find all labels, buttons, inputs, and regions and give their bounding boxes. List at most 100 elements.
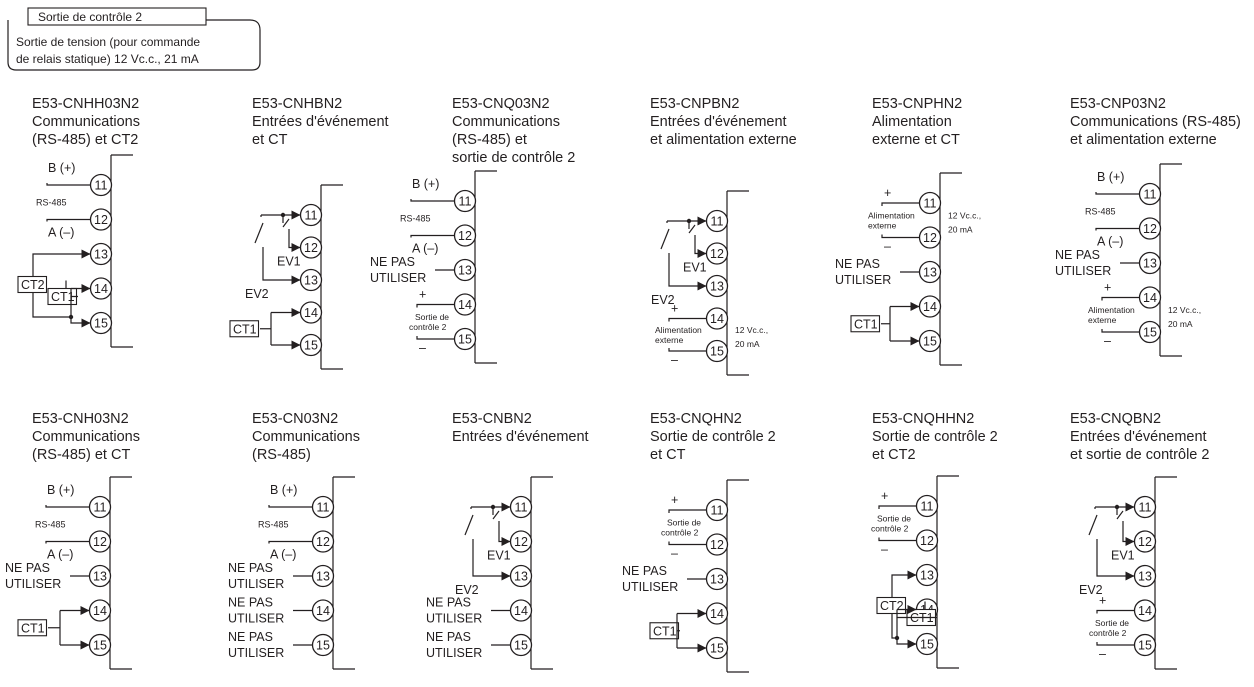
terminal-11-number: 11: [94, 501, 107, 515]
model-description-line: et CT: [650, 447, 686, 463]
model-code: E53-CNPBN2: [650, 96, 739, 112]
junction-dot: [894, 635, 900, 641]
rs485-b-wire: [1095, 192, 1140, 195]
ne-pas-label: NE PAS: [370, 255, 415, 269]
voltage-label: 12 Vc.c.,: [1168, 305, 1201, 315]
sortie-label-2: contrôle 2: [1089, 628, 1127, 638]
utiliser-label: UTILISER: [228, 577, 284, 591]
arrow-icon: [697, 249, 707, 258]
model-description-line: Communications (RS-485): [1070, 114, 1241, 130]
terminal-11-number: 11: [921, 500, 934, 514]
terminal-15-number: 15: [1143, 326, 1157, 340]
ev1-switch: [688, 224, 696, 234]
model-description-line: externe et CT: [872, 132, 960, 148]
sortie-label-1: Sortie de: [415, 312, 449, 322]
terminal-14-number: 14: [94, 282, 108, 296]
plus-wire: [668, 509, 707, 513]
model-description-line: (RS-485) et: [452, 132, 527, 148]
ev2-label: EV2: [455, 583, 479, 597]
ev2-wire: [472, 539, 511, 577]
arrow-icon: [697, 609, 707, 618]
rs485-a-wire: [45, 540, 90, 544]
rs485-a-wire: [46, 218, 91, 222]
a-minus-label: A (–): [47, 548, 73, 562]
model-description-line: et alimentation externe: [1070, 132, 1217, 148]
sortie-label-2: contrôle 2: [871, 523, 909, 533]
utiliser-label: UTILISER: [1055, 264, 1111, 278]
terminal-11-number: 11: [95, 179, 108, 193]
ev1-label: EV1: [277, 255, 301, 269]
arrow-icon: [81, 284, 91, 293]
ct2-wire-top: [891, 574, 917, 598]
model-description-line: Communications: [452, 114, 560, 130]
header-line-1: Sortie de tension (pour commande: [16, 35, 200, 49]
junction-dot: [68, 314, 74, 320]
voltage-label: 12 Vc.c.,: [735, 325, 768, 335]
terminal-13-number: 13: [94, 248, 108, 262]
terminal-15-number: 15: [458, 333, 472, 347]
ct1-label: CT1: [233, 322, 257, 336]
ev2-label: EV2: [245, 287, 269, 301]
ct2-wire-top: [32, 253, 91, 277]
model-description-line: et alimentation externe: [650, 132, 797, 148]
arrow-icon: [291, 243, 301, 252]
terminal-11-number: 11: [305, 209, 318, 223]
arrow-icon: [291, 308, 301, 317]
utiliser-label: UTILISER: [426, 646, 482, 660]
minus-label: –: [419, 341, 426, 355]
header-tab: Sortie de contrôle 2: [38, 10, 142, 24]
terminal-14-number: 14: [1143, 291, 1157, 305]
minus-wire: [881, 234, 920, 239]
arrow-icon: [697, 643, 707, 653]
ne-pas-label: NE PAS: [228, 561, 273, 575]
sortie-label-1: Sortie de: [1095, 618, 1129, 628]
plus-label: +: [1104, 281, 1111, 295]
model-code: E53-CNQ03N2: [452, 96, 550, 112]
rs485-b-wire: [268, 505, 313, 508]
terminal-11-number: 11: [515, 501, 528, 515]
terminal-14-number: 14: [1138, 604, 1152, 618]
rs485-b-wire: [410, 199, 455, 202]
terminal-12-number: 12: [93, 535, 107, 549]
ne-pas-label: NE PAS: [622, 564, 667, 578]
rs485-b-wire: [46, 183, 91, 186]
model-description-line: et sortie de contrôle 2: [1070, 447, 1209, 463]
b-plus-label: B (+): [1097, 170, 1124, 184]
model-code: E53-CNHH03N2: [32, 96, 139, 112]
arrow-icon: [501, 571, 511, 581]
model-code: E53-CNQHN2: [650, 411, 742, 427]
plus-label: +: [671, 302, 678, 316]
ct1-label: CT1: [854, 317, 878, 331]
ev2-wire: [668, 253, 707, 287]
terminal-12-number: 12: [458, 229, 472, 243]
arrow-icon: [697, 216, 707, 226]
model-description-line: Communications: [32, 429, 140, 445]
arrow-icon: [80, 606, 90, 615]
rs485-label: RS-485: [1085, 206, 1116, 216]
plus-wire: [1096, 609, 1135, 614]
rs485-a-wire: [1095, 227, 1140, 231]
terminal-14-number: 14: [316, 604, 330, 618]
utiliser-label: UTILISER: [622, 580, 678, 594]
terminal-14-number: 14: [710, 312, 724, 326]
arrow-icon: [910, 336, 920, 346]
plus-label: +: [419, 288, 426, 302]
arrow-icon: [697, 281, 707, 291]
voltage-label: 12 Vc.c.,: [948, 210, 981, 220]
arrow-icon: [907, 570, 917, 580]
alim-label-2: externe: [1088, 315, 1117, 325]
a-minus-label: A (–): [1097, 235, 1123, 249]
model-description-line: (RS-485): [252, 447, 311, 463]
minus-wire: [668, 541, 707, 546]
arrow-icon: [501, 502, 511, 512]
ev1-label: EV1: [1111, 549, 1135, 563]
terminal-12-number: 12: [514, 535, 528, 549]
terminal-11-number: 11: [924, 197, 937, 211]
terminal-11-number: 11: [711, 215, 724, 229]
model-code: E53-CNHBN2: [252, 96, 342, 112]
